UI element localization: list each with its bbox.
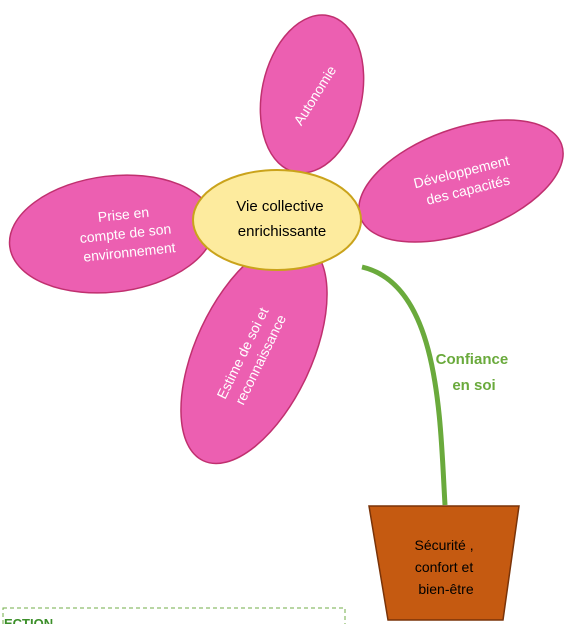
section-label: ECTION <box>4 616 53 624</box>
flower-stem <box>361 264 448 506</box>
petal-environnement: Prise en compte de son environnement <box>8 174 216 294</box>
flower-pot-label: Sécurité , confort et bien-être <box>414 537 477 597</box>
stem-label: Confiance en soi <box>436 351 513 394</box>
petal-developpement: Développement des capacités <box>358 119 564 243</box>
flower-center: Vie collective enrichissante <box>192 169 362 271</box>
flower-pot: Sécurité , confort et bien-être <box>368 505 520 621</box>
section-box: ECTION <box>2 607 346 629</box>
petal-autonomie: Autonomie <box>259 14 365 174</box>
flower-center-label: Vie collective enrichissante <box>236 198 327 240</box>
